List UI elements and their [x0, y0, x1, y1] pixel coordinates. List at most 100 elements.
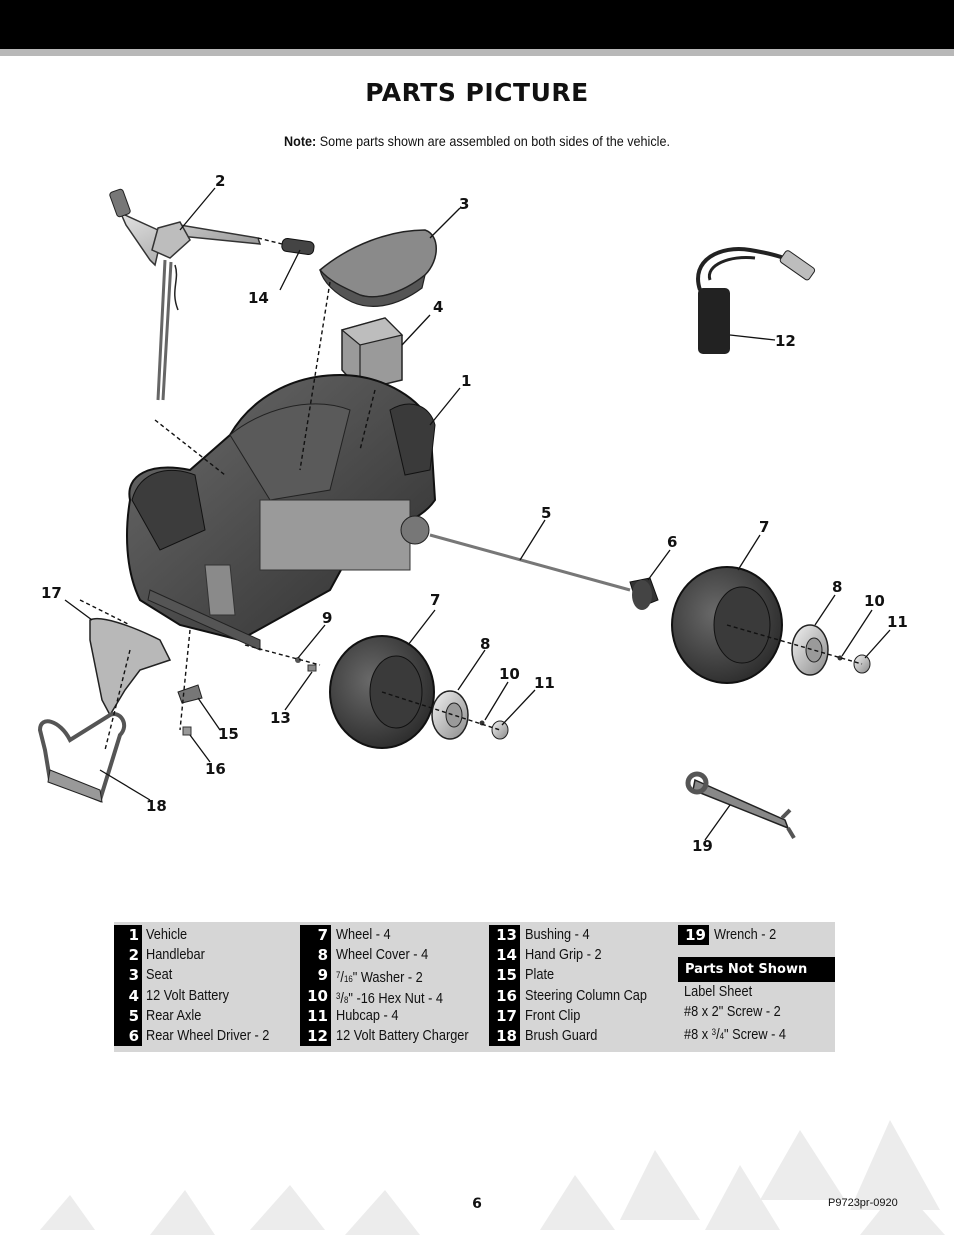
bushing-part — [307, 664, 317, 672]
parts-row: 15 Plate — [489, 965, 675, 986]
page-number: 6 — [472, 1196, 482, 1212]
not-shown-item: #8 x 2" Screw - 2 — [684, 1004, 781, 1020]
callout-1: 1 — [461, 372, 472, 390]
part-number: 18 — [489, 1025, 520, 1047]
part-name: Hand Grip - 2 — [525, 947, 602, 964]
callout-11-rear: 11 — [887, 613, 908, 631]
part-number: 12 — [300, 1025, 331, 1047]
part-name: Handlebar — [146, 947, 205, 964]
fraction-numerator: 7 — [336, 970, 341, 981]
parts-row: 6 Rear Wheel Driver - 2 — [114, 1025, 294, 1047]
callout-2: 2 — [215, 172, 226, 190]
part-number: 15 — [489, 965, 520, 986]
leader-lines — [64, 187, 891, 841]
part-name: Seat — [146, 967, 173, 984]
header-bar — [0, 0, 954, 49]
parts-row: 11 Hubcap - 4 — [300, 1005, 486, 1026]
callout-7-front: 7 — [430, 591, 441, 609]
page-title: PARTS PICTURE — [365, 78, 589, 107]
part-number: 1 — [114, 925, 142, 946]
rear-axle-part — [429, 533, 631, 592]
part-name: Rear Wheel Driver - 2 — [146, 1027, 270, 1044]
parts-row: 12 12 Volt Battery Charger — [300, 1025, 486, 1047]
parts-row: 5 Rear Axle — [114, 1005, 294, 1026]
callout-16: 16 — [205, 760, 226, 778]
part-number: 5 — [114, 1005, 142, 1026]
parts-row: 16 Steering Column Cap — [489, 985, 675, 1006]
handlebar-part — [109, 188, 262, 401]
plate-part — [177, 684, 203, 704]
part-number: 17 — [489, 1005, 520, 1026]
part-name-rest: " -16 Hex Nut - 4 — [348, 990, 443, 1007]
parts-row: 17 Front Clip — [489, 1005, 675, 1026]
note: Note: Some parts shown are assembled on … — [48, 133, 907, 149]
not-shown-item-rest: " Screw - 4 — [724, 1027, 787, 1043]
parts-not-shown-list: Label Sheet #8 x 2" Screw - 2 #8 x 3/4" … — [684, 982, 800, 1043]
parts-diagram: 2 3 14 4 1 12 5 6 7 8 10 11 17 7 9 8 10 … — [30, 170, 940, 880]
callout-11-front: 11 — [534, 674, 555, 692]
part-number: 10 — [300, 985, 331, 1006]
assembly-lines — [79, 237, 863, 751]
part-number: 9 — [300, 965, 331, 986]
steering-cap-part — [182, 726, 192, 736]
part-name: Front Clip — [525, 1007, 581, 1024]
callout-3: 3 — [459, 195, 470, 213]
callout-15: 15 — [218, 725, 239, 743]
part-number: 3 — [114, 965, 142, 986]
part-number: 11 — [300, 1005, 331, 1026]
fraction-denominator: 8 — [343, 994, 349, 1005]
document-code: P9723pr-0920 — [828, 1197, 898, 1209]
rear-wheel-driver-part — [629, 577, 659, 610]
callout-12: 12 — [775, 332, 796, 350]
battery-part — [340, 317, 404, 391]
part-number: 4 — [114, 985, 142, 1006]
callout-13: 13 — [270, 709, 291, 727]
callout-9: 9 — [322, 609, 333, 627]
part-name: 12 Volt Battery — [146, 987, 229, 1004]
part-number: 16 — [489, 985, 520, 1006]
footer-decoration — [40, 1120, 945, 1235]
seat-part — [318, 229, 437, 307]
part-name: 12 Volt Battery Charger — [336, 1027, 469, 1044]
part-name: Wrench - 2 — [714, 927, 777, 943]
fraction-numerator: 3 — [336, 990, 341, 1001]
part-name: Steering Column Cap — [525, 987, 648, 1004]
part-name: Hubcap - 4 — [336, 1007, 399, 1024]
callout-18: 18 — [146, 797, 167, 815]
part-number: 6 — [114, 1025, 142, 1047]
header-rule — [0, 49, 954, 56]
rear-wheel-cover-part — [791, 624, 829, 676]
part-name: Wheel - 4 — [336, 927, 391, 943]
washer-part — [295, 657, 301, 663]
fraction-denominator: 16 — [343, 974, 353, 985]
part-name: Rear Axle — [146, 1007, 202, 1024]
front-hubcap-part — [491, 720, 509, 740]
charger-part — [696, 247, 816, 354]
part-number: 14 — [489, 945, 520, 966]
part-name-rest: " Washer - 2 — [352, 970, 423, 987]
fraction-denominator: 4 — [719, 1031, 725, 1041]
callout-19: 19 — [692, 837, 713, 855]
callout-5: 5 — [541, 504, 552, 522]
part-name: Plate — [525, 967, 555, 984]
part-name: 7/16" Washer - 2 — [336, 970, 423, 987]
parts-row: 14 Hand Grip - 2 — [489, 945, 675, 966]
part-number: 2 — [114, 945, 142, 966]
note-label: Note: — [284, 133, 317, 149]
callout-4: 4 — [433, 298, 444, 316]
not-shown-item: #8 x 3/4" Screw - 4 — [684, 1027, 787, 1043]
part-number: 13 — [489, 925, 520, 946]
callout-17: 17 — [41, 584, 62, 602]
part-name: Wheel Cover - 4 — [336, 947, 429, 964]
wrench-part — [685, 771, 796, 840]
